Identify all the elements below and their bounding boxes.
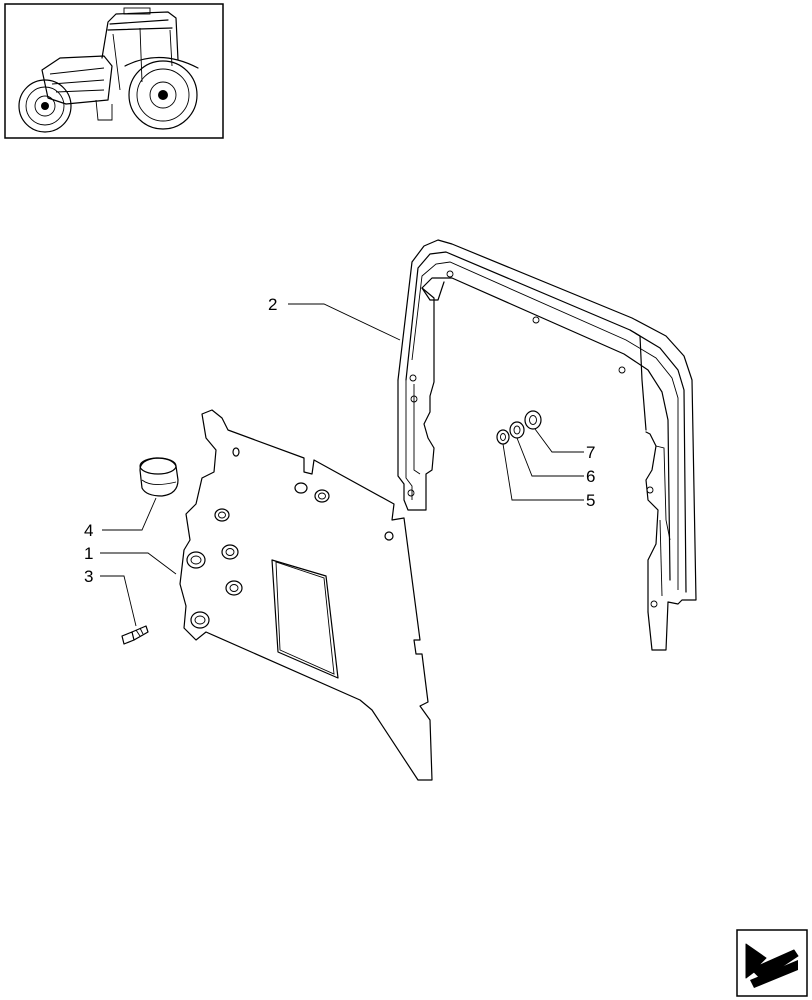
next-page-arrow-icon[interactable] <box>736 929 808 997</box>
washer-part-5 <box>496 429 510 445</box>
washer-part-6 <box>509 421 525 439</box>
callout-4: 4 <box>84 521 93 540</box>
nut-part-7 <box>524 410 542 430</box>
plug-cap-part-4 <box>139 457 179 497</box>
tractor-thumbnail-icon[interactable] <box>4 3 224 139</box>
callout-6: 6 <box>586 467 595 486</box>
callout-1: 1 <box>84 544 93 563</box>
screw-part-3 <box>121 625 149 645</box>
callout-5: 5 <box>586 491 595 510</box>
door-frame-part-2 <box>397 239 697 651</box>
callout-7: 7 <box>586 443 595 462</box>
callout-2: 2 <box>268 295 277 314</box>
leader-lines <box>100 303 584 627</box>
side-panel-part-1 <box>179 409 433 781</box>
callout-3: 3 <box>84 567 93 586</box>
